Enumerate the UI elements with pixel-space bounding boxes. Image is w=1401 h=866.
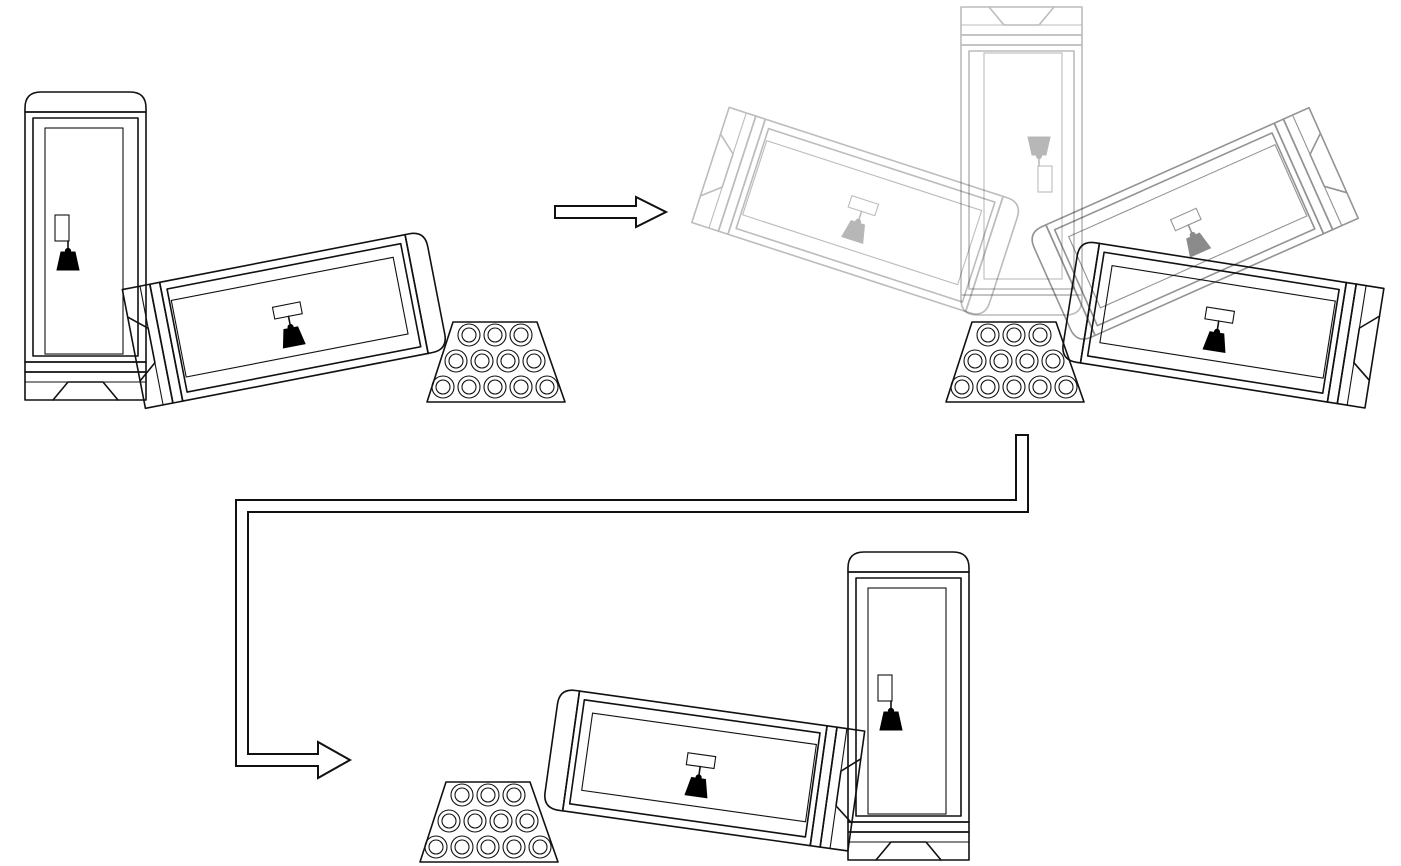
tilted-cabinet-end-icon bbox=[542, 687, 866, 852]
elbow-arrow-icon bbox=[235, 434, 1029, 780]
ghost-right-tilt-icon bbox=[1026, 106, 1360, 345]
arrow-right-icon bbox=[554, 195, 669, 229]
start-state-panel bbox=[24, 91, 566, 410]
pipe-stack-icon bbox=[426, 321, 566, 403]
upright-cabinet-end-icon bbox=[847, 551, 970, 861]
end-state-panel bbox=[419, 551, 970, 863]
upright-cabinet-icon bbox=[24, 91, 147, 401]
ghost-left-tilt-icon bbox=[690, 106, 1023, 319]
tilting-sequence-panel bbox=[690, 6, 1385, 409]
tilted-cabinet-icon bbox=[121, 230, 449, 410]
pipe-stack-icon bbox=[419, 781, 559, 863]
settled-cabinet-icon bbox=[1059, 239, 1385, 409]
pipe-stack-icon bbox=[945, 321, 1085, 403]
